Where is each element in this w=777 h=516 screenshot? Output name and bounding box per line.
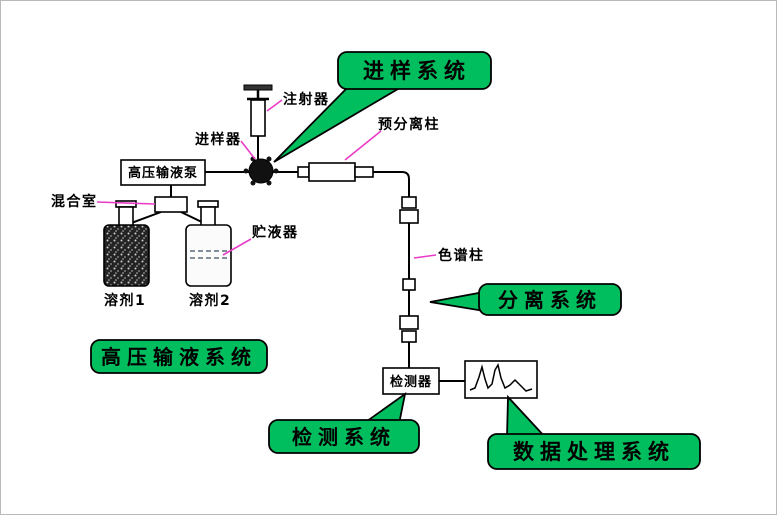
solvent1-label: 溶剂1 [104,292,146,309]
solvent2-label: 溶剂2 [189,292,231,309]
syringe-icon [243,84,273,160]
detector-box: 检测器 [382,367,440,395]
callout-injection-text: 进样系统 [363,59,471,83]
callout-data-processing-text: 数据处理系统 [513,440,675,464]
solvent-bottle-2 [185,200,232,287]
mixing-chamber-box [154,196,188,213]
mixing-chamber-label: 混合室 [51,193,98,210]
callout-detection-text: 检测系统 [292,425,396,449]
part-labels: 注射器 进样器 预分离柱 混合室 贮液器 溶剂1 溶剂2 色谱柱 [51,91,485,309]
callout-data-processing-system: 数据处理系统 [487,394,701,470]
pump-box: 高压输液泵 [120,159,206,186]
solvent-bottle-1 [103,200,150,287]
injector-label: 进样器 [195,131,242,148]
column-icon [399,196,419,343]
syringe-label: 注射器 [283,91,330,108]
callout-separation-system: 分离系统 [429,283,622,316]
precolumn-icon [297,162,374,182]
leader-lines [96,99,437,259]
chromatogram-box [464,360,538,399]
detector-label: 检测器 [390,374,432,390]
callout-pumping-system: 高压输液系统 [90,339,268,374]
callout-separation-text: 分离系统 [498,288,602,312]
column-label: 色谱柱 [438,247,485,264]
chromatogram-waveform [469,363,533,392]
reservoir-label: 贮液器 [251,224,299,241]
callout-pumping-text: 高压输液系统 [101,345,257,369]
injection-valve-icon [243,156,279,186]
callout-injection-system: 进样系统 [273,51,492,163]
precolumn-label: 预分离柱 [378,116,440,133]
callout-detection-system: 检测系统 [268,391,420,454]
pump-label: 高压输液泵 [128,165,198,181]
